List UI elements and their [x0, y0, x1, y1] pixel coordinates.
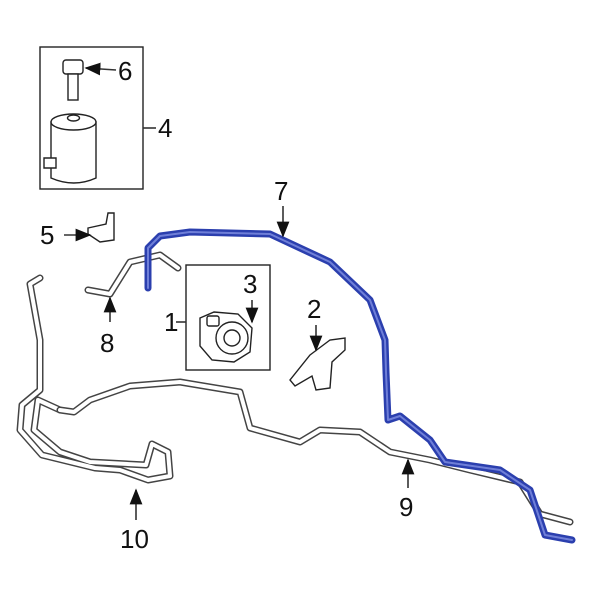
- power-steering-pump-icon[interactable]: [199, 311, 253, 363]
- bracket-icon[interactable]: [87, 212, 115, 243]
- svg-text:8: 8: [100, 328, 114, 358]
- reservoir-cap-icon[interactable]: [62, 59, 84, 101]
- pump-bracket-icon[interactable]: [289, 337, 346, 391]
- callout-2: 2: [307, 294, 323, 352]
- svg-text:3: 3: [243, 269, 257, 299]
- callout-8: 8: [100, 296, 117, 358]
- svg-text:10: 10: [120, 524, 149, 554]
- svg-text:9: 9: [399, 492, 413, 522]
- callout-1: 1: [164, 307, 186, 337]
- callout-9: 9: [399, 458, 415, 522]
- svg-text:7: 7: [274, 176, 288, 206]
- svg-text:4: 4: [158, 113, 172, 143]
- svg-text:2: 2: [307, 294, 321, 324]
- svg-text:5: 5: [40, 220, 54, 250]
- reservoir-icon[interactable]: [43, 113, 97, 184]
- hose-10[interactable]: [16, 274, 174, 484]
- callout-4: 4: [143, 113, 172, 143]
- callout-7: 7: [274, 176, 290, 238]
- callout-5: 5: [40, 220, 92, 250]
- callout-6: 6: [84, 56, 132, 86]
- svg-text:1: 1: [164, 307, 178, 337]
- callout-3: 3: [243, 269, 259, 324]
- svg-text:6: 6: [118, 56, 132, 86]
- callout-10: 10: [120, 488, 149, 554]
